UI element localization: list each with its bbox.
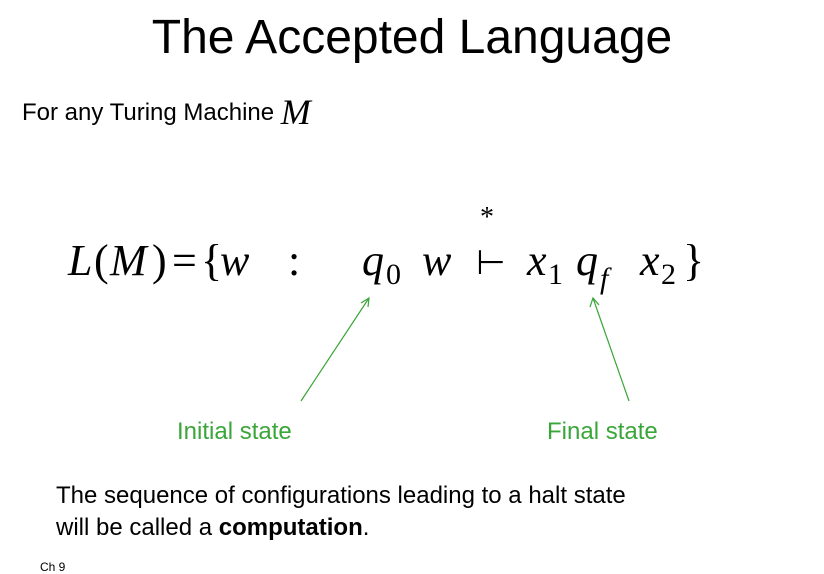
formula-q0-subscript: 0 — [386, 258, 401, 291]
body-line-2-text: will be called a — [56, 514, 219, 541]
formula-equals: = — [172, 236, 197, 285]
formula-qf: q — [576, 236, 598, 285]
formula-open-paren: ( — [94, 236, 109, 285]
formula-open-brace: { — [201, 236, 223, 285]
intro-label: For any Turing Machine — [22, 99, 281, 126]
formula-qf-subscript: f — [600, 262, 609, 295]
body-line-2-period: . — [362, 514, 370, 541]
arrowhead-final-icon — [589, 296, 600, 308]
formula-x2: x — [640, 236, 660, 285]
formula-colon: : — [288, 236, 301, 285]
arrow-final-state — [592, 297, 630, 402]
formula-l: L — [68, 236, 93, 285]
formula-w2: w — [422, 236, 452, 285]
formula-x2-subscript: 2 — [661, 258, 676, 291]
arrow-initial-state — [300, 297, 370, 402]
intro-text: For any Turing Machine M — [22, 94, 311, 130]
formula-x1: x — [527, 236, 547, 285]
body-line-1: The sequence of configurations leading t… — [56, 482, 626, 509]
arrowhead-initial-icon — [360, 296, 370, 308]
formula-close-paren: ) — [152, 236, 167, 285]
formula-close-brace: } — [683, 236, 705, 285]
formula-star: * — [480, 202, 494, 233]
term-computation: computation — [218, 514, 363, 541]
formula-m: M — [110, 236, 147, 285]
body-line-2: will be called a computation. — [56, 513, 369, 543]
intro-variable-m: M — [280, 92, 311, 132]
slide-title: The Accepted Language — [151, 11, 673, 64]
formula-w: w — [220, 236, 250, 285]
initial-state-label: Initial state — [177, 418, 292, 445]
slide-footer: Ch 9 — [40, 560, 66, 574]
final-state-label: Final state — [547, 418, 658, 445]
formula-x1-subscript: 1 — [548, 258, 563, 291]
formula-q0: q — [362, 236, 384, 285]
formula-turnstile: ⊢ — [476, 243, 506, 283]
